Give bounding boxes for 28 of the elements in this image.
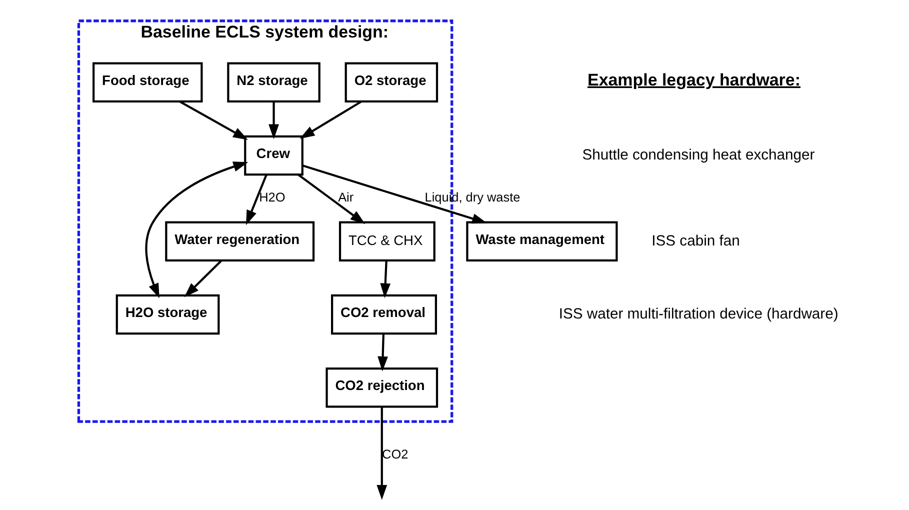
arrow (268, 102, 279, 140)
node-box: Water regeneration (165, 221, 315, 262)
edge-label: H2O (259, 190, 286, 205)
arrow (300, 100, 362, 139)
node-box: TCC & CHX (338, 221, 436, 262)
label: ISS water multi-filtration device (hardware) (558, 306, 838, 322)
arrow (184, 260, 222, 298)
node-box: CO2 removal (331, 294, 437, 335)
arrow (302, 164, 487, 224)
node-box: H2O storage (116, 294, 220, 335)
arrow (145, 162, 248, 298)
arrow (376, 407, 388, 500)
label: Shuttle condensing heat exchanger (582, 147, 815, 164)
edge-label: Air (338, 190, 354, 205)
node-box: Crew (244, 135, 304, 176)
arrow (298, 174, 366, 224)
node-box: N2 storage (227, 62, 320, 102)
label: ISS cabin fan (652, 233, 740, 250)
arrow (246, 174, 268, 226)
label: Example legacy hardware: (588, 70, 800, 90)
node-box: O2 storage (344, 62, 438, 102)
node-box: CO2 rejection (326, 368, 438, 408)
node-box: Waste management (466, 221, 618, 262)
arrow (378, 334, 388, 372)
edge-label: Liquid, dry waste (424, 190, 520, 205)
arrow (380, 260, 391, 298)
arrow (179, 100, 248, 140)
node-box: Food storage (92, 62, 203, 102)
